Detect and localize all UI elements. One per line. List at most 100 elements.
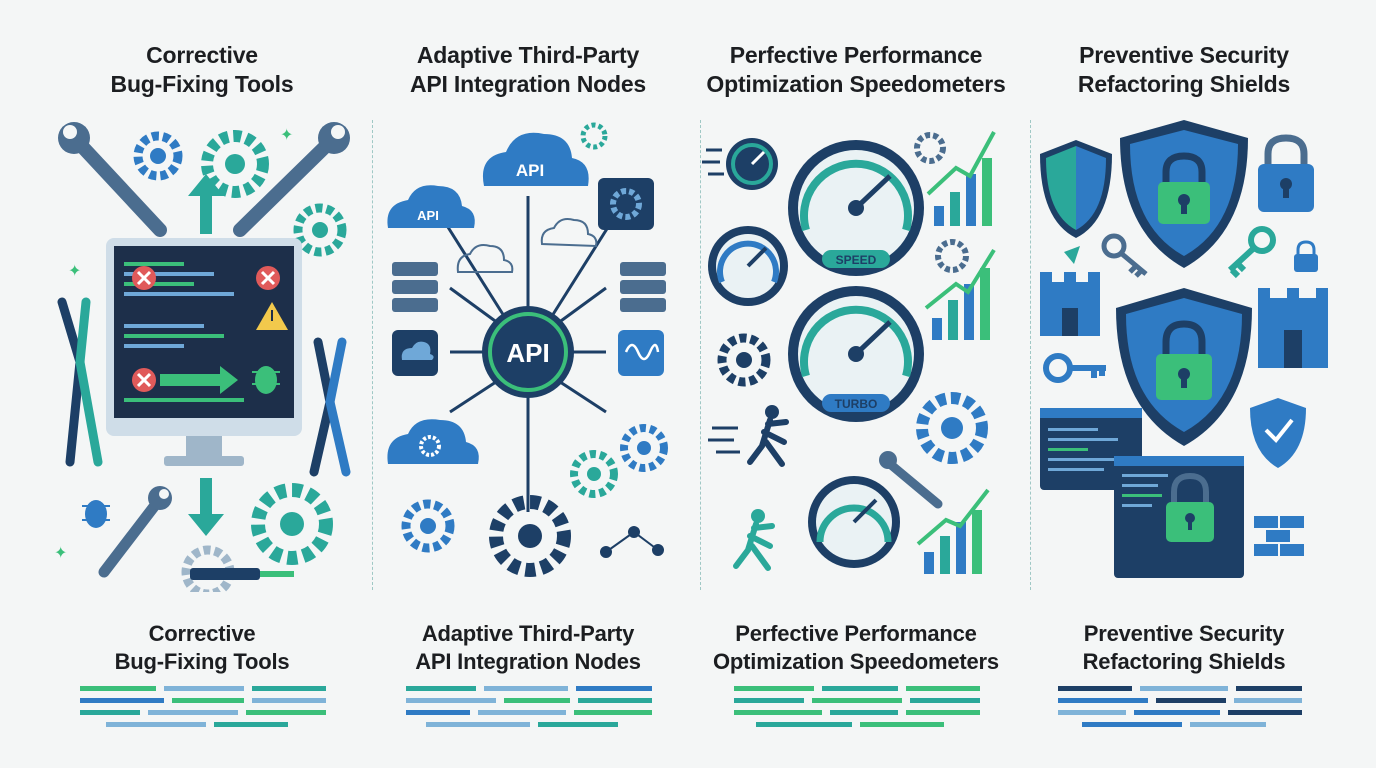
title-line-1: Preventive Security: [1083, 621, 1285, 646]
runner-icon: [747, 405, 789, 467]
svg-text:API: API: [417, 208, 439, 223]
wrench-icon: [98, 486, 172, 578]
key-icon: [1043, 353, 1106, 383]
screwdriver-icon: [190, 568, 294, 580]
gauge-icon: [708, 226, 788, 306]
lock-icon: [1258, 134, 1314, 212]
title-line-1: Corrective: [146, 42, 258, 68]
column-adaptive: Adaptive Third-Party API Integration Nod…: [366, 0, 690, 768]
text-placeholder-lines: [406, 686, 652, 727]
server-icon: [620, 262, 666, 312]
wrench-icon: [879, 451, 943, 509]
bug-icon: [252, 366, 280, 394]
warning-icon: [256, 302, 288, 330]
wrench-icon: [233, 122, 350, 237]
title-line-2: Bug-Fixing Tools: [110, 71, 294, 97]
cloud-icon: [540, 218, 598, 248]
title-line-2: Optimization Speedometers: [713, 649, 999, 674]
column-preventive: Preventive Security Refactoring Shields: [1022, 0, 1346, 768]
connection-arrows: [444, 196, 612, 512]
gear-icon: [717, 333, 771, 387]
castle-icon: [1040, 246, 1100, 336]
node-graph-icon: [600, 526, 664, 558]
title-line-2: API Integration Nodes: [415, 649, 641, 674]
cloud-upload-tile-icon: [392, 330, 438, 376]
column-title-top: Corrective Bug-Fixing Tools: [40, 41, 364, 99]
title-line-2: Refactoring Shields: [1077, 71, 1291, 97]
cloud-icon: API: [387, 185, 475, 228]
shield-check-icon: [1250, 398, 1306, 468]
gear-icon: [916, 392, 988, 464]
gear-icon: [914, 132, 946, 164]
title-line-1: Adaptive Third-Party: [416, 42, 640, 68]
column-divider: [1030, 120, 1032, 590]
speedometer-icon: TURBO: [788, 286, 924, 422]
gear-icon: [935, 239, 969, 273]
title-line-1: Corrective: [148, 621, 256, 646]
gear-icon: [489, 495, 571, 577]
column-divider: [700, 120, 702, 590]
title-line-1: Preventive Security: [1079, 42, 1289, 68]
shield-icon: [1040, 140, 1112, 238]
arrow-down-icon: [188, 478, 224, 536]
gear-icon: [620, 424, 668, 472]
error-icon: [132, 368, 156, 392]
settings-tile-icon: [598, 178, 654, 230]
gear-icon: [401, 499, 455, 553]
speedometer-illustration: SPEED: [702, 131, 996, 574]
key-icon: [1227, 226, 1276, 279]
column-perfective: Perfective Performance Optimization Spee…: [694, 0, 1018, 768]
bar-growth-icon: [924, 248, 996, 340]
speed-lines: [708, 426, 740, 454]
wrench-icon: [58, 122, 167, 237]
lock-icon: [1294, 240, 1318, 272]
title-line-2: API Integration Nodes: [409, 71, 647, 97]
column-corrective: Corrective Bug-Fixing Tools: [40, 0, 364, 768]
arrow-up-icon: [188, 174, 224, 234]
text-placeholder-lines: [734, 686, 980, 727]
gauge-icon: [808, 476, 900, 568]
runner-icon: [733, 509, 775, 571]
api-integration-illustration: API API: [387, 122, 668, 577]
column-title-bottom: Adaptive Third-Party API Integration Nod…: [366, 620, 690, 676]
gear-icon: [201, 130, 269, 198]
column-title-bottom: Preventive Security Refactoring Shields: [1022, 620, 1346, 676]
gauge-icon: [726, 138, 778, 190]
column-title-top: Adaptive Third-Party API Integration Nod…: [366, 41, 690, 99]
code-window-icon: [1114, 456, 1244, 578]
castle-icon: [1258, 288, 1328, 368]
svg-text:API: API: [516, 161, 544, 180]
speedometer-icon: SPEED: [788, 140, 924, 276]
sparkle-icon: ✦: [280, 127, 293, 144]
speed-lines: [702, 148, 724, 176]
title-line-1: Perfective Performance: [729, 42, 983, 68]
bug-fixing-illustration: ✦ ✦ ✦: [54, 122, 351, 592]
gear-icon: [293, 203, 347, 257]
column-title-top: Perfective Performance Optimization Spee…: [694, 41, 1018, 99]
gear-icon: [580, 122, 608, 150]
svg-text:TURBO: TURBO: [835, 397, 878, 411]
error-icon: [132, 266, 156, 290]
cloud-icon: API: [482, 132, 589, 186]
svg-text:API: API: [506, 338, 549, 368]
column-title-top: Preventive Security Refactoring Shields: [1022, 41, 1346, 99]
title-line-2: Optimization Speedometers: [706, 71, 1006, 97]
shield-lock-icon: [1120, 120, 1248, 268]
server-icon: [392, 262, 438, 312]
cloud-icon: [456, 244, 514, 273]
text-placeholder-lines: [80, 686, 326, 727]
bar-growth-icon: [916, 488, 990, 574]
gear-icon: [133, 131, 183, 181]
pliers-icon: [57, 297, 103, 467]
api-hub-icon: API: [482, 306, 574, 398]
column-divider: [372, 120, 374, 590]
column-title-bottom: Corrective Bug-Fixing Tools: [40, 620, 364, 676]
svg-text:SPEED: SPEED: [836, 253, 877, 267]
pliers-icon: [309, 337, 351, 477]
bar-growth-icon: [926, 131, 996, 226]
cloud-icon: [387, 419, 479, 464]
gear-icon: [570, 450, 618, 498]
key-icon: [1101, 233, 1148, 278]
security-shields-illustration: [1040, 120, 1328, 578]
column-title-bottom: Perfective Performance Optimization Spee…: [694, 620, 1018, 676]
